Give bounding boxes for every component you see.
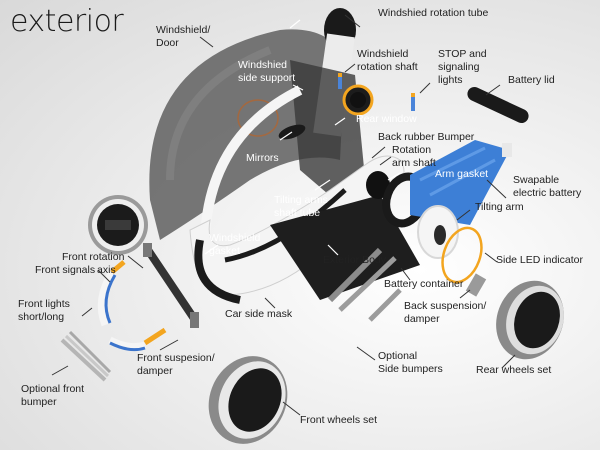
label-tilting-arm: Tilting arm xyxy=(475,201,524,213)
optional-front-bumper-part xyxy=(60,330,112,382)
label-battery-lid: Battery lid xyxy=(508,74,555,86)
label-back-suspension: Back suspension/ damper xyxy=(404,300,487,325)
label-windshield-gasket: Windshield gasket xyxy=(209,232,261,257)
label-tilting-arms-shaft-tube: Tilting arms shaft tube xyxy=(274,194,328,219)
label-front-signals: Front signals xyxy=(35,264,96,276)
swapable-battery-part xyxy=(410,140,510,225)
battery-container-part xyxy=(270,195,420,300)
label-back-rubber-bumper: Back rubber Bumper xyxy=(378,131,475,143)
front-rotation-axis-part xyxy=(144,247,199,323)
windshield-glare xyxy=(166,46,272,181)
orange-ring-ghost xyxy=(237,99,279,137)
label-optional-front-bumper: Optional front bumper xyxy=(21,383,85,408)
label-front-wheels-set: Front wheels set xyxy=(300,414,378,426)
label-rear-window: Rear window xyxy=(356,113,417,125)
battery-lid-part xyxy=(467,87,529,123)
label-mirrors: Mirrors xyxy=(246,152,279,164)
optional-side-bumpers-part xyxy=(327,247,402,322)
label-battery-container: Battery container xyxy=(384,278,464,290)
stop-signaling-lights-part xyxy=(338,73,415,111)
label-windshield-door: Windshield/ Door xyxy=(156,24,211,49)
label-optional-side-bumpers: Optional Side bumpers xyxy=(378,350,443,375)
front-signals-part xyxy=(110,260,126,274)
label-rear-wheels-set: Rear wheels set xyxy=(476,364,552,376)
label-rotation-arm-shaft: Rotation arm shaft xyxy=(392,144,436,169)
label-front-lights: Front lights short/long xyxy=(18,298,70,323)
label-windshield-rotation-tube: Windshied rotation tube xyxy=(378,7,489,19)
rear-wheel-part xyxy=(496,280,564,360)
label-arm-gasket: Arm gasket xyxy=(435,168,489,180)
white-leader-lines xyxy=(204,19,401,256)
label-car-side-mask: Car side mask xyxy=(225,308,293,320)
page-title: exterior xyxy=(10,4,124,39)
label-front-suspension: Front suspesion/ damper xyxy=(137,352,215,377)
back-suspension-part xyxy=(465,273,487,297)
front-wheel-bottom-part xyxy=(208,356,288,444)
label-windshield-rotation-shaft: Windshield rotation shaft xyxy=(357,48,418,73)
side-led-indicator-part xyxy=(441,226,483,284)
label-exterior-body: Exterior Body xyxy=(323,254,387,266)
label-swapable-battery: Swapable electric battery xyxy=(513,174,582,199)
rotation-arm-shaft-part xyxy=(366,171,390,199)
label-windshield-side-support: Windshied side support xyxy=(238,59,296,84)
front-lights-part xyxy=(97,270,116,327)
leader-lines xyxy=(51,14,516,416)
label-side-led-indicator: Side LED indicator xyxy=(496,254,583,266)
label-front-rotation-axis: Front rotation axis xyxy=(62,251,125,276)
label-stop-signaling-lights: STOP and signaling lights xyxy=(438,48,487,86)
